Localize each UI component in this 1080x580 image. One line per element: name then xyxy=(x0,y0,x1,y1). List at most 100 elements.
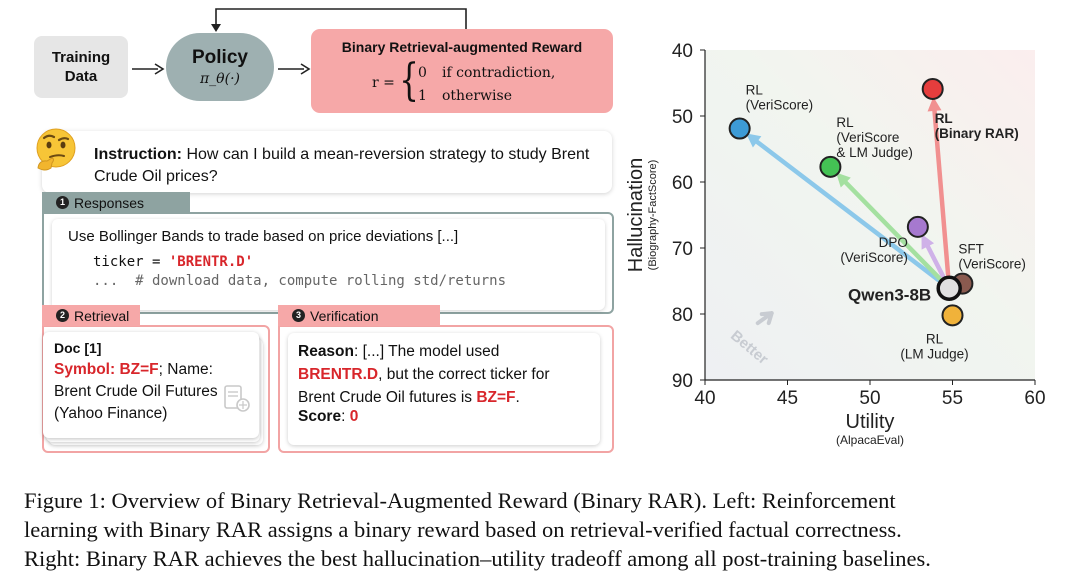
figure-caption: Figure 1: Overview of Binary Retrieval-A… xyxy=(24,486,1064,573)
y-tick-label: 40 xyxy=(672,41,693,62)
reward-case-2: 1 otherwise xyxy=(418,88,512,104)
responses-tab-label: Responses xyxy=(74,194,145,211)
origin-point xyxy=(936,275,962,302)
reason-line-2-text: , but the correct ticker for xyxy=(378,366,550,383)
series-arrow xyxy=(931,100,951,277)
point-label: RL xyxy=(926,331,944,346)
verification-frame xyxy=(278,325,614,453)
flow-arrow-2 xyxy=(278,63,311,75)
point-label: (Binary RAR) xyxy=(935,126,1019,141)
series-arrowhead xyxy=(927,96,942,112)
training-data-line2: Data xyxy=(64,68,98,85)
point-label: (LM Judge) xyxy=(900,346,968,361)
doc-name-label: ; Name: xyxy=(158,361,213,378)
doc-symbol: Symbol: BZ=F xyxy=(54,361,159,378)
caption-line-2: learning with Binary RAR assigns a binar… xyxy=(24,517,902,542)
reward-case-1-cond: if contradiction, xyxy=(442,65,556,81)
response-text: Use Bollinger Bands to trade based on pr… xyxy=(68,228,459,245)
training-data-line1: Training xyxy=(51,49,111,66)
caption-line-1: Figure 1: Overview of Binary Retrieval-A… xyxy=(24,488,896,513)
instruction-text-block: Instruction: How can I build a mean-reve… xyxy=(94,144,594,188)
reason-line-2: BRENTR.D, but the correct ticker for xyxy=(298,366,550,384)
point-label: (VeriScore xyxy=(836,130,899,145)
instruction-label: Instruction: xyxy=(94,146,182,163)
thinking-face-icon xyxy=(36,128,76,171)
reason-wrong-ticker: BRENTR.D xyxy=(298,366,379,383)
code-line-1-prefix: ticker = xyxy=(93,254,169,270)
feedback-arrow xyxy=(211,8,467,32)
y-tick-label: 60 xyxy=(672,173,693,194)
y-axis-sublabel: (Biography-FactScore) xyxy=(647,160,659,271)
reward-case-1: 0 if contradiction, xyxy=(418,65,555,81)
x-tick-label: 45 xyxy=(777,388,798,409)
x-tick-label: 55 xyxy=(942,388,963,409)
data-point xyxy=(941,304,964,327)
y-tick-label: 70 xyxy=(672,239,693,260)
verification-number-badge: 3 xyxy=(292,309,305,322)
policy-node: Policy π_θ(·) xyxy=(166,33,274,101)
score-value: 0 xyxy=(349,408,359,425)
reward-case-2-cond: otherwise xyxy=(442,88,512,104)
point-label: (VeriScore) xyxy=(746,98,814,113)
instruction-text: How can I build a mean-reversion strateg… xyxy=(94,146,590,185)
series-arrowhead xyxy=(921,234,935,250)
doc-title: Doc [1] xyxy=(54,340,102,356)
retrieval-number-badge: 2 xyxy=(56,309,69,322)
series-arrowhead xyxy=(835,172,851,188)
x-axis-sublabel: (AlpacaEval) xyxy=(836,433,904,447)
y-tick-label: 80 xyxy=(672,305,693,326)
policy-symbol: π_θ(·) xyxy=(199,71,240,87)
y-tick-label: 90 xyxy=(672,371,693,392)
instruction-box: Instruction: How can I build a mean-reve… xyxy=(42,131,612,193)
series-arrow xyxy=(748,134,941,283)
doc-line-3: Brent Crude Oil Futures xyxy=(54,383,218,400)
responses-tab: 1 Responses xyxy=(42,192,190,213)
doc-symbol-line: Symbol: BZ=F; Name: xyxy=(54,361,213,379)
training-data-box: Training Data xyxy=(34,36,128,98)
code-line-1: ticker = 'BRENTR.D' xyxy=(93,254,253,270)
score-separator: : xyxy=(341,408,350,425)
score-line: Score: 0 xyxy=(298,408,358,426)
plot-background xyxy=(705,50,1035,380)
retrieval-tab-label: Retrieval xyxy=(74,307,130,324)
reward-box: Binary Retrieval-augmented Reward r = { … xyxy=(311,29,613,113)
reason-correct-ticker: BZ=F xyxy=(476,389,516,406)
reward-lhs: r = xyxy=(372,75,395,91)
response-card xyxy=(52,219,605,310)
point-label: RL xyxy=(746,83,764,98)
y-axis-label: Hallucination xyxy=(625,158,647,273)
reason-label: Reason xyxy=(298,343,354,360)
point-label: SFT xyxy=(958,242,984,257)
document-search-icon xyxy=(224,385,250,412)
retrieved-doc-card: Doc [1] Symbol: BZ=F; Name: Brent Crude … xyxy=(43,332,259,438)
better-arrow xyxy=(755,311,774,326)
series-arrow xyxy=(837,174,942,281)
data-point xyxy=(728,117,751,140)
y-tick-label: 50 xyxy=(672,107,693,128)
flow-arrow-1 xyxy=(132,63,165,75)
caption-line-3: Right: Binary RAR achieves the best hall… xyxy=(24,546,931,571)
doc-line-4: (Yahoo Finance) xyxy=(54,405,168,422)
origin-label: Qwen3-8B xyxy=(848,285,931,304)
code-line-2: ... # download data, compute rolling std… xyxy=(93,273,507,289)
reason-line-3: Brent Crude Oil futures is BZ=F. xyxy=(298,389,520,407)
x-tick-label: 50 xyxy=(859,388,880,409)
policy-title: Policy xyxy=(192,47,248,68)
verification-tab-label: Verification xyxy=(310,307,379,324)
point-label: & LM Judge) xyxy=(836,145,913,160)
x-axis-label: Utility xyxy=(846,411,895,433)
reward-case-1-value: 0 xyxy=(418,65,427,81)
point-label: (VeriScore) xyxy=(958,257,1026,272)
point-label: (VeriScore) xyxy=(840,250,908,265)
reason-line-3-end: . xyxy=(515,389,520,406)
verification-card: Reason: [...] The model used BRENTR.D, b… xyxy=(288,333,600,445)
point-label: DPO xyxy=(879,235,908,250)
reward-title: Binary Retrieval-augmented Reward xyxy=(341,39,583,55)
data-point xyxy=(921,77,944,100)
reason-line-3-text: Brent Crude Oil futures is xyxy=(298,389,477,406)
reason-line-1: Reason: [...] The model used xyxy=(298,343,499,361)
reward-case-2-value: 1 xyxy=(418,88,427,104)
data-point xyxy=(819,155,842,178)
responses-number-badge: 1 xyxy=(56,196,69,209)
